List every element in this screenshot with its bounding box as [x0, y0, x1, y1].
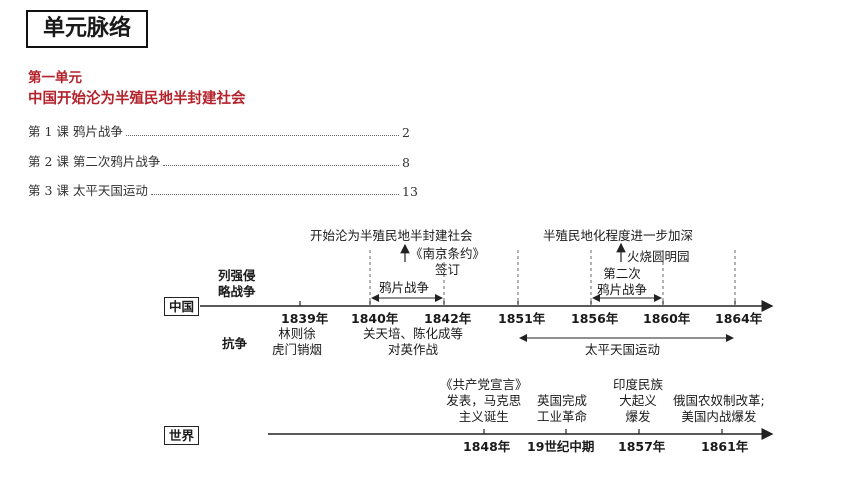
year-1856: 1856年	[571, 311, 619, 326]
year-1857: 1857年	[618, 439, 666, 454]
lin-zexu-label: 林则徐 虎门销烟	[272, 326, 323, 357]
aggression-label: 列强侵 略战争	[218, 268, 256, 299]
industrial-label: 英国完成 工业革命	[537, 393, 588, 424]
toc-row-1[interactable]: 第 1 课 鸦片战争 2	[28, 122, 418, 140]
toc-leader	[125, 135, 399, 136]
unit-title: 中国开始沦为半殖民地半封建社会	[28, 90, 246, 107]
taiping-label: 太平天国运动	[585, 342, 661, 357]
india-label: 印度民族 大起义 爆发	[613, 377, 664, 424]
guan-chen-label: 关天培、陈化成等 对英作战	[363, 326, 464, 357]
year-1840: 1840年	[351, 311, 399, 326]
year-1842: 1842年	[424, 311, 472, 326]
year-1839: 1839年	[281, 311, 329, 326]
china-box: 中国	[164, 297, 200, 316]
russia-us-label: 俄国农奴制改革; 美国内战爆发	[673, 393, 765, 424]
year-19c: 19世纪中期	[527, 439, 595, 454]
manifesto-label: 《共产党宣言》 发表，马克思 主义诞生	[440, 377, 528, 424]
year-1848: 1848年	[463, 439, 511, 454]
toc-leader	[163, 165, 399, 166]
opium-war-label: 鸦片战争	[379, 280, 430, 295]
year-1851: 1851年	[498, 311, 546, 326]
toc-lesson: 第 2 课 第二次鸦片战争	[28, 154, 161, 169]
year-1861: 1861年	[701, 439, 749, 454]
section-title: 单元脉络	[26, 10, 148, 48]
toc-row-2[interactable]: 第 2 课 第二次鸦片战争 8	[28, 152, 418, 170]
unit-label: 第一单元	[28, 70, 82, 86]
burn-palace-label: 火烧圆明园	[627, 249, 690, 264]
world-box: 世界	[164, 426, 200, 445]
year-1864: 1864年	[715, 311, 763, 326]
resistance-label: 抗争	[222, 336, 248, 351]
note-semi-colonial: 开始沦为半殖民地半封建社会	[310, 228, 473, 243]
toc-lesson: 第 1 课 鸦片战争	[28, 124, 123, 139]
toc-row-3[interactable]: 第 3 课 太平天国运动 13	[28, 181, 418, 199]
toc-leader	[150, 194, 399, 195]
toc-page: 2	[402, 125, 410, 140]
second-opium-war-label: 第二次 鸦片战争	[597, 266, 648, 297]
nanjing-treaty-label: 《南京条约》 签订	[410, 246, 486, 277]
toc-page: 8	[402, 155, 410, 170]
toc-lesson: 第 3 课 太平天国运动	[28, 183, 148, 198]
note-deepened: 半殖民地化程度进一步加深	[543, 228, 694, 243]
toc-page: 13	[402, 184, 418, 199]
year-1860: 1860年	[643, 311, 691, 326]
